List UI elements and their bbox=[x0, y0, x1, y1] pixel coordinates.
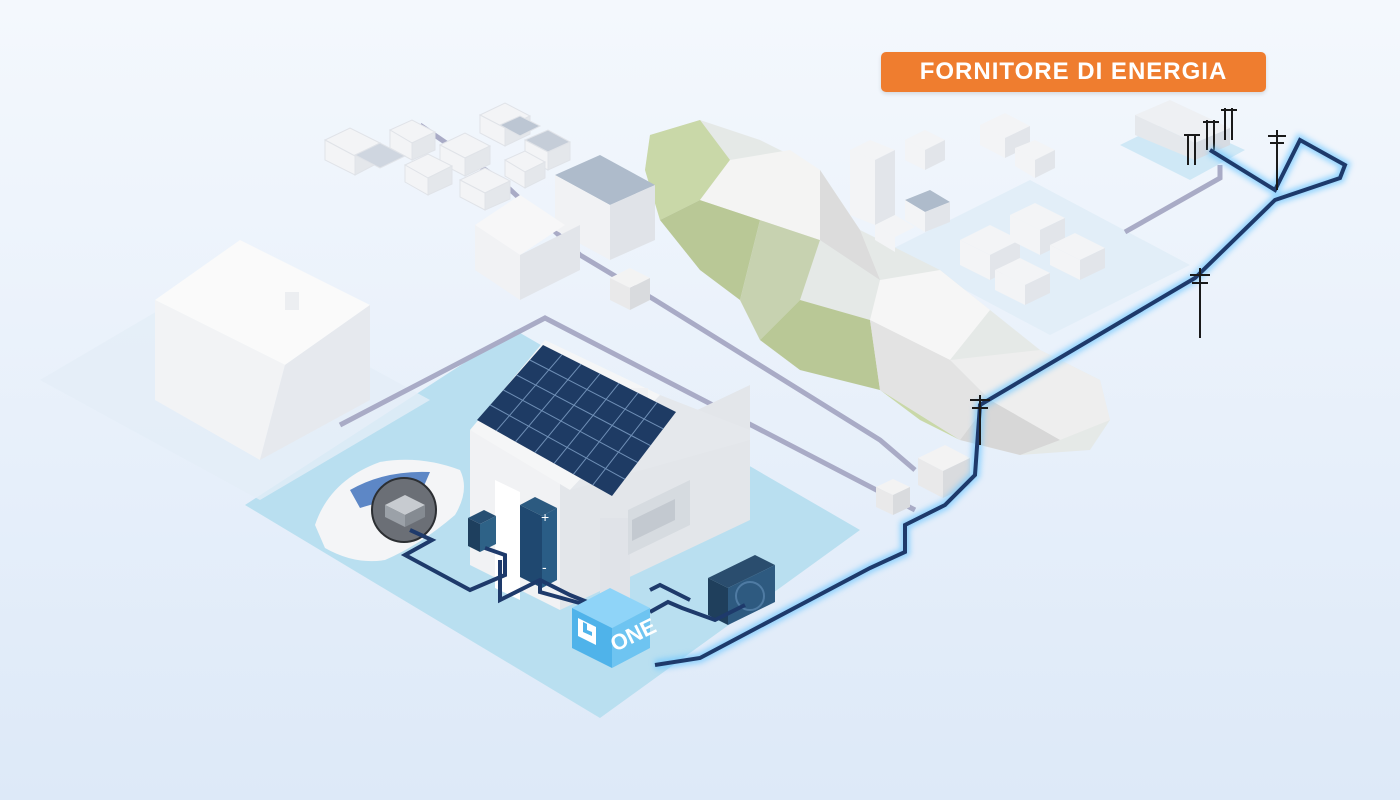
panel-grid-line bbox=[592, 402, 658, 486]
neighbour-house bbox=[155, 240, 370, 460]
district-plot bbox=[890, 180, 1190, 335]
panel-grid-line bbox=[489, 404, 626, 480]
neighbour-line-big-house bbox=[338, 315, 917, 513]
panel-grid-line bbox=[515, 363, 582, 443]
neighbour-line-district bbox=[1123, 165, 1223, 235]
energy-supplier-badge: FORNITORE DI ENERGIA bbox=[881, 52, 1266, 92]
panel-grid-line bbox=[495, 354, 563, 432]
energy-supplier-label: FORNITORE DI ENERGIA bbox=[919, 58, 1228, 85]
battery-icon: + - bbox=[520, 497, 557, 588]
svg-text:+: + bbox=[541, 509, 549, 525]
solar-panel-icon bbox=[477, 345, 676, 496]
one-device-icon: ONE bbox=[572, 588, 660, 668]
panel-grid-line bbox=[534, 373, 601, 453]
panel-grid-line bbox=[516, 374, 651, 447]
panel-grid-line bbox=[529, 359, 664, 430]
white-house-mid bbox=[475, 195, 580, 300]
village bbox=[323, 102, 572, 211]
heat-pump-icon bbox=[708, 555, 775, 625]
inverter-icon bbox=[468, 510, 496, 552]
grey-roof-house bbox=[555, 155, 655, 260]
panel-grid-line bbox=[573, 392, 639, 475]
svg-text:-: - bbox=[542, 559, 547, 575]
panel-grid-line bbox=[553, 382, 620, 464]
meter-box-icon bbox=[610, 268, 970, 515]
panel-grid-line bbox=[503, 389, 638, 463]
power-plant-icon bbox=[1135, 100, 1237, 165]
power-pole-icon bbox=[970, 130, 1286, 445]
mountain-range bbox=[645, 120, 1110, 455]
district bbox=[850, 113, 1105, 305]
